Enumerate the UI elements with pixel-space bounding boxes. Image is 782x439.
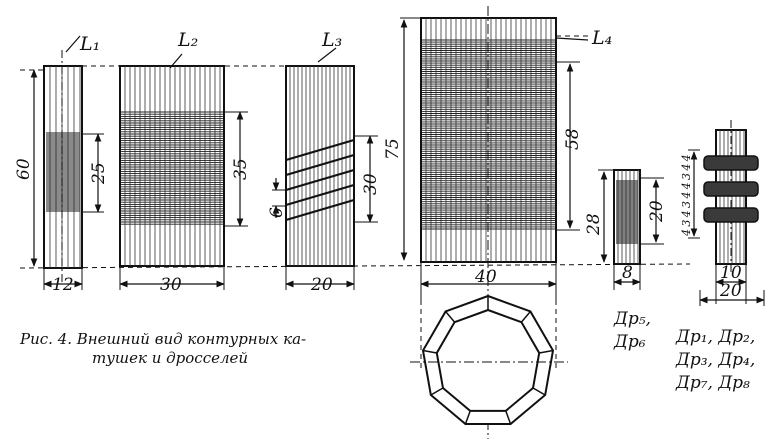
- dim-l3-winding: 30: [361, 173, 381, 195]
- legend-dr1-dr8: Др₁, Др₂, Др₃, Др₄, Др₇, Др₈: [676, 326, 755, 395]
- dim-dr5-height: 28: [584, 213, 604, 236]
- coil-l2-hatch: [124, 66, 221, 266]
- coil-l1-leader: [65, 35, 81, 53]
- dim-dr1-section-2: 3: [680, 220, 693, 227]
- dim-l3-pitch: 6: [267, 207, 287, 218]
- legend-dr5-dr6: Др₅, Др₆: [614, 308, 651, 354]
- dim-dr5-width: 8: [622, 263, 633, 283]
- legend-dr5-line-1: Др₅,: [614, 309, 651, 329]
- coil-l2-body: [119, 65, 225, 267]
- dim-dr1-section-4: 3: [680, 201, 693, 208]
- choke-section-3: [703, 207, 759, 223]
- coil-l3: [285, 47, 355, 267]
- coil-l4-leader: [555, 37, 589, 41]
- figure-caption: Рис. 4. Внешний вид контурных ка- тушек …: [20, 330, 306, 368]
- coil-l2-winding: [121, 111, 223, 225]
- dim-dr1-outer: 20: [719, 281, 742, 301]
- dim-dr1-section-3: 4: [680, 210, 693, 218]
- l4-cross-section: [410, 294, 568, 426]
- coil-l4: [420, 6, 589, 439]
- coil-l3-hatch: [289, 66, 351, 266]
- dim-dr1-section-8: 4: [680, 164, 693, 172]
- choke-section-1: [703, 155, 759, 171]
- coil-l3-label: L₃: [321, 29, 342, 51]
- legend-dr1-line-1: Др₁, Др₂,: [676, 327, 756, 347]
- caption-line-1: Рис. 4. Внешний вид контурных ка-: [20, 330, 307, 348]
- dim-dr1-section-9: 4: [680, 154, 693, 162]
- dim-dr1-section-6: 4: [680, 182, 693, 190]
- caption-line-2: тушек и дросселей: [92, 349, 249, 367]
- dim-l1-width: 12: [52, 275, 74, 295]
- dim-l2-winding: 35: [231, 158, 251, 180]
- dim-dr1-section-7: 3: [680, 173, 693, 180]
- choke-dr1-dr8: [703, 120, 759, 272]
- legend-dr5-line-2: Др₆: [614, 332, 646, 352]
- coil-l1-winding: [46, 132, 80, 212]
- coil-l2: [119, 53, 225, 267]
- legend-dr1-line-2: Др₃, Др₄,: [676, 350, 756, 370]
- coil-l1-label: L₁: [79, 33, 100, 55]
- dim-l1-height: 60: [14, 158, 34, 180]
- coil-l3-helix: [285, 138, 355, 222]
- legend-dr1-line-3: Др₇, Др₈: [676, 373, 750, 393]
- dim-l4-height: 75: [383, 138, 403, 160]
- dim-l4-width: 40: [474, 267, 497, 287]
- dim-l2-width: 30: [160, 275, 182, 295]
- dim-dr5-winding: 20: [647, 200, 667, 223]
- choke-section-2: [703, 181, 759, 197]
- coil-l4-label: L₄: [591, 27, 612, 49]
- dim-l3-width: 20: [310, 275, 333, 295]
- dim-dr1-section-1: 4: [680, 229, 693, 237]
- dim-dr1-inner: 10: [720, 263, 742, 283]
- coil-l2-label: L₂: [177, 29, 198, 51]
- dim-l4-winding: 58: [563, 128, 583, 150]
- coil-l2-leader: [169, 53, 183, 69]
- dim-l1-winding: 25: [89, 162, 109, 185]
- dim-dr1-section-5: 4: [680, 192, 693, 200]
- coil-l1: [43, 35, 83, 285]
- choke-dr5-dr6: [613, 169, 641, 265]
- coil-l3-leader: [317, 47, 337, 63]
